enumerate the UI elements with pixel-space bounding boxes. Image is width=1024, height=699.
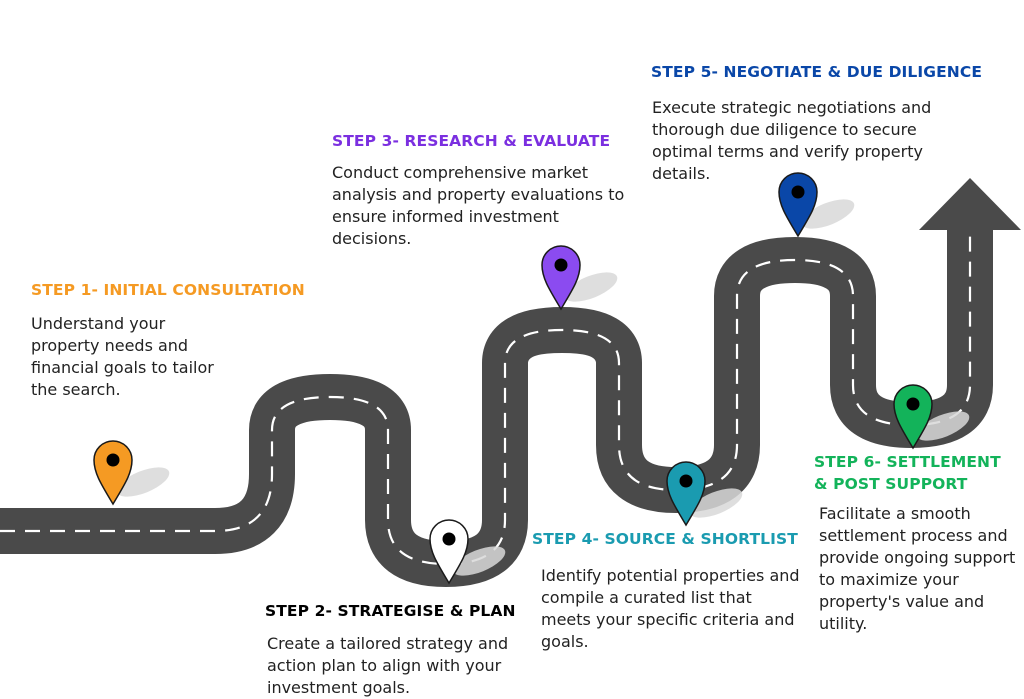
step-6-title: STEP 6- SETTLEMENT & POST SUPPORT bbox=[814, 453, 1001, 493]
location-pin-icon bbox=[893, 384, 970, 450]
step-4-description: Identify potential properties and compil… bbox=[541, 566, 800, 651]
step-4-title: STEP 4- SOURCE & SHORTLIST bbox=[532, 530, 798, 548]
location-pin-icon bbox=[93, 440, 170, 506]
step-2-title: STEP 2- STRATEGISE & PLAN bbox=[265, 602, 516, 620]
step-5-title: STEP 5- NEGOTIATE & DUE DILIGENCE bbox=[651, 63, 983, 81]
location-pin-icon bbox=[541, 245, 618, 311]
step-1-title: STEP 1- INITIAL CONSULTATION bbox=[31, 281, 305, 299]
winding-road bbox=[0, 172, 1021, 587]
location-pin-icon bbox=[666, 461, 743, 527]
step-1-description: Understand your property needs and finan… bbox=[31, 314, 214, 399]
road-arrowhead bbox=[919, 178, 1021, 230]
roadmap-infographic: STEP 1- INITIAL CONSULTATION Understand … bbox=[0, 63, 1021, 697]
step-3-title: STEP 3- RESEARCH & EVALUATE bbox=[332, 132, 611, 150]
location-pin-icon bbox=[429, 519, 506, 585]
location-pin-icon bbox=[778, 172, 855, 238]
step-3-description: Conduct comprehensive market analysis an… bbox=[332, 163, 625, 248]
road-center-dashes bbox=[0, 228, 972, 566]
step-2-description: Create a tailored strategy and action pl… bbox=[267, 634, 509, 697]
step-5-description: Execute strategic negotiations and thoro… bbox=[652, 98, 932, 183]
step-6-description: Facilitate a smooth settlement process a… bbox=[819, 504, 1016, 633]
